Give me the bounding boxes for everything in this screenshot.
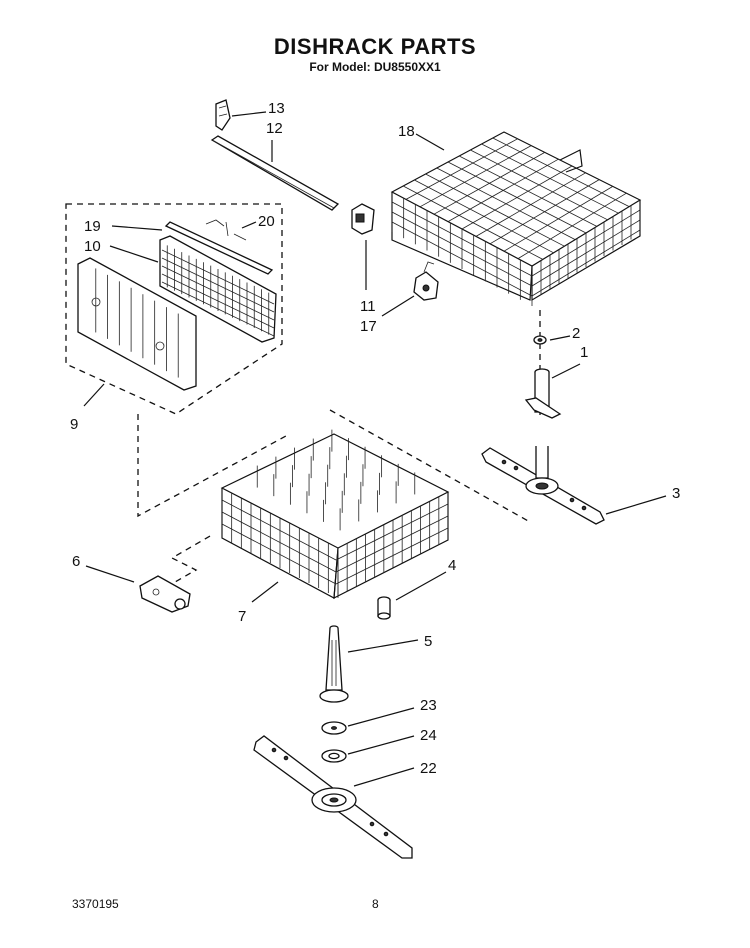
part-11-rail-clip — [351, 203, 375, 235]
part-9-assembly-outline — [65, 203, 283, 415]
part-19-cover-rod — [164, 221, 274, 275]
callout-10: 10 — [84, 238, 101, 255]
part-18-upper-dishrack — [390, 131, 642, 306]
callout-20: 20 — [258, 213, 275, 230]
part-22-lower-spray-arm — [253, 735, 413, 859]
callout-9: 9 — [70, 416, 78, 433]
callout-5: 5 — [424, 633, 432, 650]
callout-11: 11 — [360, 298, 376, 315]
callout-6: 6 — [72, 553, 80, 570]
part-1-spray-tube — [524, 368, 562, 419]
callout-22: 22 — [420, 760, 437, 777]
part-6-rack-roller — [139, 575, 191, 613]
part-20-wire-clip — [205, 219, 247, 241]
callout-13: 13 — [268, 100, 285, 117]
part-9-cutlery-basket-door — [77, 257, 197, 391]
part-3-upper-spray-arm — [481, 446, 605, 525]
document-number: 3370195 — [72, 897, 119, 911]
part-17-rack-adjuster — [413, 261, 439, 301]
callout-4: 4 — [448, 557, 456, 574]
assembly-leader-spray-arm — [329, 409, 531, 523]
part-10-basket-cover — [159, 235, 277, 343]
part-6-leader — [167, 535, 211, 587]
part-4-spacer — [377, 596, 391, 620]
part-5-lower-spray-tube — [319, 625, 349, 703]
part-24-washer — [321, 749, 347, 763]
callout-3: 3 — [672, 485, 680, 502]
assembly-leader-basket — [137, 414, 287, 518]
callout-2: 2 — [572, 325, 580, 342]
part-12-rack-rail — [210, 135, 340, 211]
page-title: DISHRACK PARTS — [273, 34, 477, 59]
model-subtitle: For Model: DU8550XX1 — [309, 60, 441, 74]
part-2-washer — [533, 335, 547, 345]
part-23-washer — [321, 721, 347, 735]
callout-24: 24 — [420, 727, 437, 744]
callout-7: 7 — [238, 608, 246, 625]
part-13-rail-end-cap — [215, 99, 231, 131]
callout-18: 18 — [398, 123, 415, 140]
callout-19: 19 — [84, 218, 101, 235]
callout-1: 1 — [580, 344, 588, 361]
callout-12: 12 — [266, 120, 283, 137]
part-7-lower-dishrack — [220, 429, 450, 600]
page-number: 8 — [372, 897, 379, 911]
callout-23: 23 — [420, 697, 437, 714]
callout-17: 17 — [360, 318, 377, 335]
